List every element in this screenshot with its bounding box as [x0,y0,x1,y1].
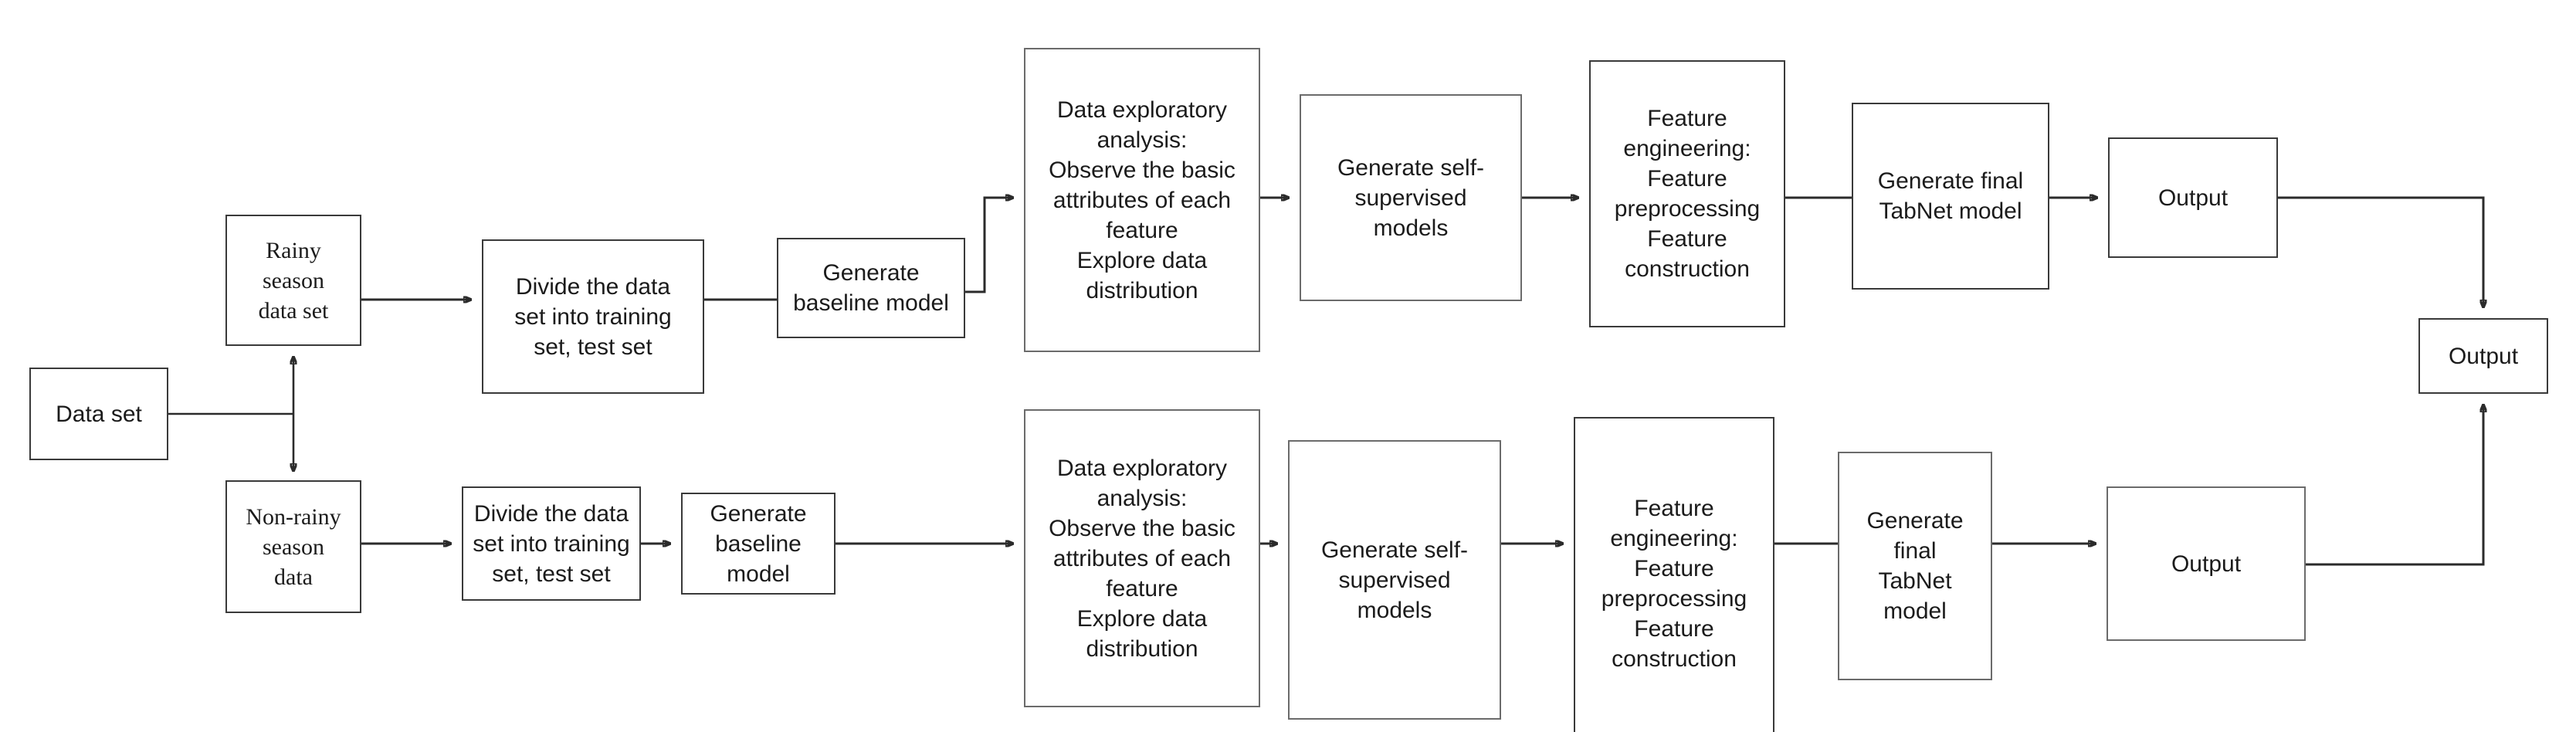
node-non-rainy-season-data[interactable]: Non-rainy season data [225,480,361,613]
node-output-final[interactable]: Output [2418,318,2548,394]
node-data-exploratory-analysis-top[interactable]: Data exploratory analysis: Observe the b… [1024,48,1260,352]
node-data-exploratory-analysis-bottom-label: Data exploratory analysis: Observe the b… [1049,455,1235,662]
edge-output-bot-to-final [2306,405,2483,566]
node-data-exploratory-analysis-bottom[interactable]: Data exploratory analysis: Observe the b… [1024,409,1260,707]
node-data-set[interactable]: Data set [29,368,168,460]
node-generate-self-supervised-models-bottom-label: Generate self- supervised models [1320,537,1469,623]
node-data-exploratory-analysis-top-label: Data exploratory analysis: Observe the b… [1049,97,1235,303]
node-output-bottom-label: Output [2171,551,2242,577]
node-rainy-season-data-set[interactable]: Rainy season data set [225,215,361,346]
node-data-set-label: Data set [56,401,142,427]
node-divide-data-set-bottom-label: Divide the data set into training set, t… [473,500,630,587]
node-generate-final-tabnet-model-bottom-label: Generate final TabNet model [1866,508,1964,624]
node-generate-self-supervised-models-top[interactable]: Generate self- supervised models [1300,94,1522,301]
node-generate-self-supervised-models-top-label: Generate self- supervised models [1337,154,1485,241]
node-divide-data-set-top[interactable]: Divide the data set into training set, t… [482,239,704,394]
node-feature-engineering-top-label: Feature engineering: Feature preprocessi… [1614,106,1761,282]
node-output-top[interactable]: Output [2108,137,2278,258]
node-output-final-label: Output [2448,343,2519,369]
node-divide-data-set-bottom[interactable]: Divide the data set into training set, t… [462,486,641,601]
node-feature-engineering-bottom[interactable]: Feature engineering: Feature preprocessi… [1574,417,1774,732]
node-output-bottom[interactable]: Output [2107,486,2306,641]
edge-baseline-to-eda-top [965,198,1013,293]
node-output-top-label: Output [2157,185,2229,211]
edge-output-top-to-final [2278,196,2483,307]
node-generate-final-tabnet-model-top-label: Generate final TabNet model [1877,168,2024,224]
node-non-rainy-season-label: Non-rainy season data [246,503,341,590]
node-generate-final-tabnet-model-top[interactable]: Generate final TabNet model [1852,103,2049,290]
node-generate-baseline-model-top[interactable]: Generate baseline model [777,238,965,338]
edge-dataset-bus [168,357,293,471]
node-rainy-season-label: Rainy season data set [258,237,329,324]
node-divide-data-set-top-label: Divide the data set into training set, t… [514,273,672,360]
node-feature-engineering-bottom-label: Feature engineering: Feature preprocessi… [1601,496,1747,672]
node-generate-baseline-model-top-label: Generate baseline model [793,260,949,316]
node-generate-self-supervised-models-bottom[interactable]: Generate self- supervised models [1288,440,1501,720]
node-generate-baseline-model-bottom[interactable]: Generate baseline model [681,493,836,595]
node-generate-final-tabnet-model-bottom[interactable]: Generate final TabNet model [1838,452,1992,680]
node-generate-baseline-model-bottom-label: Generate baseline model [710,500,807,587]
node-feature-engineering-top[interactable]: Feature engineering: Feature preprocessi… [1589,60,1785,327]
